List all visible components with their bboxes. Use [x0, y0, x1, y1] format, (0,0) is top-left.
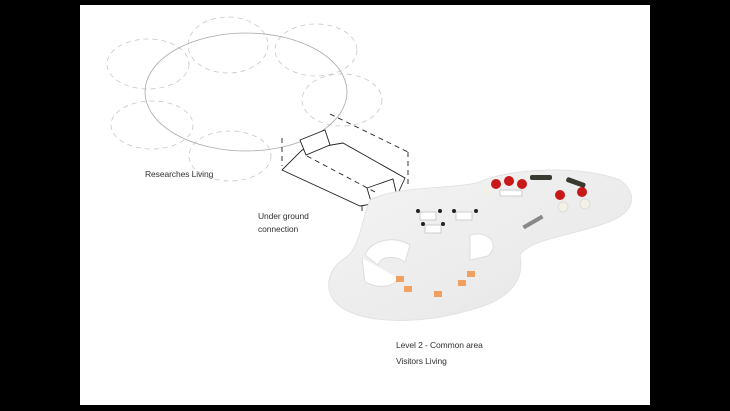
research-cluster: [106, 16, 383, 182]
label-researches-living: Researches Living: [145, 169, 214, 179]
pod-outline: [187, 16, 269, 74]
level2-platform: [328, 169, 633, 321]
white-lounge: [361, 233, 494, 287]
orange-chairs: [396, 271, 475, 297]
bench: [522, 214, 544, 230]
work-tables: [416, 209, 478, 234]
label-underground: Under ground: [258, 211, 309, 221]
pod-outline: [301, 73, 383, 127]
pod-outline: [110, 100, 194, 150]
dark-sofas: [530, 175, 586, 188]
label-visitors-living: Visitors Living: [396, 356, 447, 366]
red-pods: [483, 176, 591, 213]
research-ring: [144, 32, 348, 152]
pod-outline: [274, 23, 358, 77]
label-connection: connection: [258, 224, 299, 234]
pod-outline: [188, 130, 272, 182]
label-level2: Level 2 - Common area: [396, 340, 483, 350]
pod-outline: [106, 38, 190, 90]
